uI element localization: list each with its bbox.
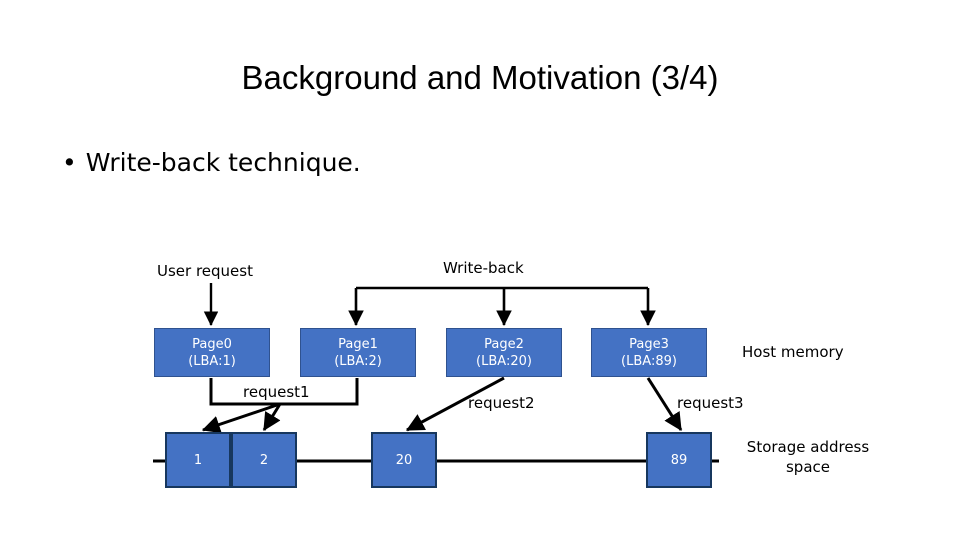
request1-arrow-sector2 bbox=[262, 403, 282, 432]
page-box-page3[interactable]: Page3 (LBA:89) bbox=[591, 328, 707, 377]
storage-sector-value: 20 bbox=[395, 452, 413, 468]
request1-label: request1 bbox=[243, 383, 310, 401]
user-request-label: User request bbox=[157, 262, 253, 280]
storage-sector-1[interactable]: 1 bbox=[165, 432, 231, 488]
host-memory-label: Host memory bbox=[742, 343, 844, 361]
storage-sector-89[interactable]: 89 bbox=[646, 432, 712, 488]
page-box-page0[interactable]: Page0 (LBA:1) bbox=[154, 328, 270, 377]
page-box-name: Page2 bbox=[484, 336, 524, 352]
bullet-item-label: Write-back technique. bbox=[85, 148, 361, 177]
storage-address-space-label: Storage address space bbox=[746, 438, 870, 476]
storage-sector-value: 89 bbox=[670, 452, 688, 468]
bullet-marker-icon: • bbox=[62, 148, 77, 177]
page-box-page2[interactable]: Page2 (LBA:20) bbox=[446, 328, 562, 377]
page-box-lba: (LBA:1) bbox=[188, 353, 236, 369]
request1-arrow-sector1 bbox=[201, 402, 281, 434]
storage-sector-value: 2 bbox=[259, 452, 269, 468]
write-back-label: Write-back bbox=[443, 259, 524, 277]
page-box-name: Page3 bbox=[629, 336, 669, 352]
storage-sector-20[interactable]: 20 bbox=[371, 432, 437, 488]
page-title: Background and Motivation (3/4) bbox=[241, 59, 719, 96]
page-box-lba: (LBA:89) bbox=[621, 353, 677, 369]
page-box-name: Page0 bbox=[192, 336, 232, 352]
storage-sector-value: 1 bbox=[193, 452, 203, 468]
page-box-lba: (LBA:20) bbox=[476, 353, 532, 369]
request3-label: request3 bbox=[677, 394, 744, 412]
page-box-page1[interactable]: Page1 (LBA:2) bbox=[300, 328, 416, 377]
storage-sector-2[interactable]: 2 bbox=[231, 432, 297, 488]
request2-label: request2 bbox=[468, 394, 535, 412]
bullet-item: • Write-back technique. bbox=[62, 146, 361, 180]
page-box-lba: (LBA:2) bbox=[334, 353, 382, 369]
page-box-name: Page1 bbox=[338, 336, 378, 352]
